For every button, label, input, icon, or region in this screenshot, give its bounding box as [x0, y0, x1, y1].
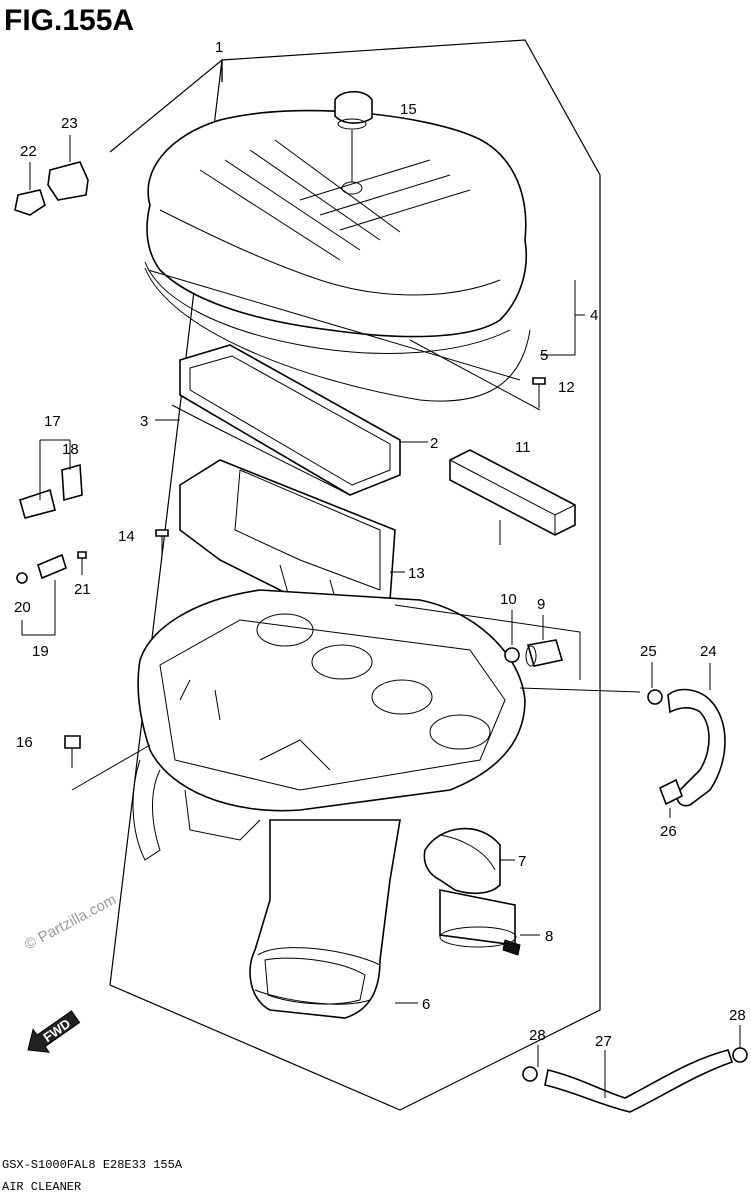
- filter-frame-part-3: [171, 344, 401, 496]
- callout-12: 12: [558, 379, 575, 396]
- callout-7: 7: [518, 853, 526, 870]
- callout-17: 17: [44, 413, 61, 430]
- fwd-arrow-icon: [27, 1010, 81, 1053]
- callout-23: 23: [61, 115, 78, 132]
- callout-5: 5: [540, 347, 548, 364]
- footer-model-code: GSX-S1000FAL8 E28E33 155A: [2, 1158, 183, 1172]
- hose-clamp-part-8: [439, 889, 521, 956]
- cap-part-15: [334, 90, 373, 182]
- callout-2: 2: [430, 435, 438, 452]
- clip-part-25: [647, 689, 663, 705]
- callout-28b: 28: [729, 1007, 746, 1024]
- upper-cover-part: [144, 109, 531, 402]
- clamp-part-28a: [522, 1066, 538, 1082]
- leader-16: [71, 744, 151, 791]
- intake-funnel-part-6: [249, 819, 401, 1019]
- callout-15: 15: [400, 101, 417, 118]
- figure-title: FIG.155A: [4, 4, 134, 37]
- hose-part-24: [667, 688, 726, 807]
- callout-24: 24: [700, 643, 717, 660]
- leader-4-5: [540, 280, 585, 356]
- callout-21: 21: [74, 581, 91, 598]
- callout-16: 16: [16, 734, 33, 751]
- callout-4: 4: [590, 307, 598, 324]
- callout-26: 26: [660, 823, 677, 840]
- screw-part-21: [77, 551, 87, 575]
- leader-19-20: [21, 580, 56, 636]
- callout-10: 10: [500, 591, 517, 608]
- callout-18: 18: [62, 441, 79, 458]
- callout-8: 8: [545, 928, 553, 945]
- leader-5b: [409, 339, 541, 411]
- watermark-text: © Partzilla.com: [22, 891, 119, 953]
- callout-13: 13: [408, 565, 425, 582]
- damper-part-23: [47, 135, 89, 201]
- callout-27: 27: [595, 1033, 612, 1050]
- sensor-part-18: [19, 463, 83, 519]
- foam-block-part-11: [449, 449, 576, 545]
- clamp-part-28b: [732, 1047, 748, 1063]
- bracket-part-22: [14, 162, 46, 216]
- callout-14: 14: [118, 528, 135, 545]
- leader-17-18: [39, 439, 71, 500]
- callout-3: 3: [140, 413, 148, 430]
- bolt-part-16: [64, 735, 81, 768]
- callout-11: 11: [515, 439, 531, 456]
- callout-22: 22: [20, 143, 37, 160]
- sensor-part-20: [16, 553, 67, 584]
- screw-part-12: [532, 377, 546, 408]
- callout-labels: 1 2 3 4 5 6 7 8 9 10 11 12 13 14 15 16 1…: [14, 39, 746, 1050]
- callout-19: 19: [32, 643, 49, 660]
- callout-28a: 28: [529, 1027, 546, 1044]
- callout-6: 6: [422, 996, 430, 1013]
- fwd-direction-badge: FWD: [27, 1010, 81, 1053]
- callout-25: 25: [640, 643, 657, 660]
- clamp-part-26: [658, 778, 684, 806]
- callout-20: 20: [14, 599, 31, 616]
- hose-part-27: [544, 1049, 734, 1113]
- sleeve-part-9: [525, 639, 564, 667]
- leader-guide-1: [394, 604, 641, 693]
- footer-section-name: AIR CLEANER: [2, 1180, 81, 1194]
- elbow-hose-part-7: [423, 827, 501, 895]
- callout-9: 9: [537, 596, 545, 613]
- lower-case-part: [132, 589, 526, 861]
- screw-part-14: [155, 529, 169, 556]
- clip-part-10: [504, 647, 520, 663]
- callout-1: 1: [215, 39, 223, 56]
